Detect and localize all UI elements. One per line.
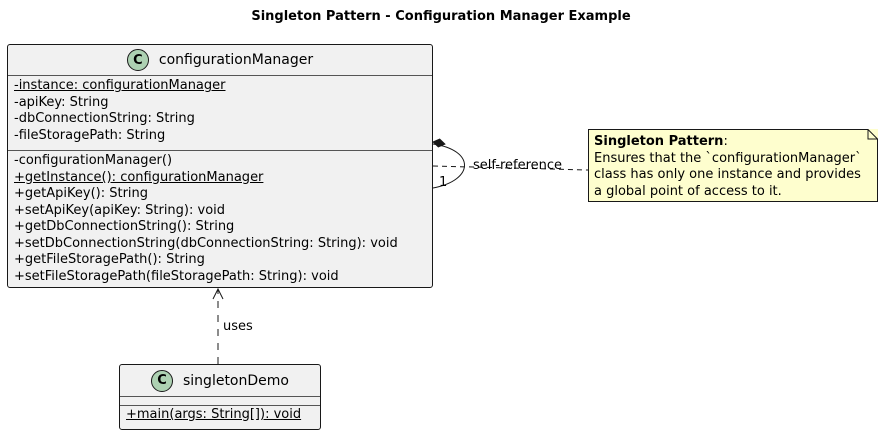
class-name: configurationManager	[158, 52, 314, 68]
note-heading-suffix: :	[723, 134, 728, 149]
method: +getApiKey(): String	[14, 186, 149, 201]
fields-section: -instance: configurationManager -apiKey:…	[8, 76, 432, 151]
method: +getInstance(): configurationManager	[14, 169, 264, 185]
method: -configurationManager()	[14, 153, 173, 168]
note-text: Singleton Pattern: Ensures that the `con…	[594, 134, 862, 200]
class-header: C singletonDemo	[120, 365, 320, 397]
methods-section: -configurationManager() +getInstance(): …	[8, 151, 432, 287]
class-stereotype-icon: C	[126, 49, 149, 71]
method: +setApiKey(apiKey: String): void	[14, 202, 226, 218]
field: -dbConnectionString: String	[14, 111, 195, 126]
note-line: a global point of access to it.	[594, 183, 782, 199]
self-reference-label: self-reference	[473, 158, 563, 173]
method: +getFileStoragePath(): String	[14, 252, 205, 267]
class-configuration-manager[interactable]: C configurationManager -instance: config…	[7, 44, 433, 288]
uses-arrowhead	[212, 287, 224, 300]
composition-diamond	[432, 138, 446, 148]
singleton-note: Singleton Pattern: Ensures that the `con…	[588, 129, 878, 202]
self-reference-edge	[432, 143, 465, 189]
class-singleton-demo[interactable]: C singletonDemo +main(args: String[]): v…	[119, 364, 321, 430]
note-heading: Singleton Pattern	[594, 134, 724, 149]
uses-label: uses	[223, 319, 253, 334]
note-link	[432, 165, 589, 171]
method: +main(args: String[]): void	[126, 407, 302, 422]
diagram-title: Singleton Pattern - Configuration Manage…	[251, 9, 631, 24]
note-line: class has only one instance and provides	[594, 167, 861, 182]
method: +setDbConnectionString(dbConnectionStrin…	[14, 235, 398, 251]
methods-section: +main(args: String[]): void	[120, 406, 320, 426]
multiplicity-label: 1	[439, 175, 448, 190]
method: +getDbConnectionString(): String	[14, 219, 235, 234]
field: -apiKey: String	[14, 94, 109, 110]
method: +setFileStoragePath(fileStoragePath: Str…	[14, 268, 339, 284]
field: -instance: configurationManager	[14, 78, 226, 93]
field: -fileStoragePath: String	[14, 127, 166, 143]
note-line: Ensures that the `configurationManager`	[594, 150, 862, 166]
class-name: singletonDemo	[183, 372, 289, 389]
class-stereotype-icon: C	[151, 369, 173, 392]
class-header: C configurationManager	[8, 45, 432, 76]
note-shape	[588, 129, 878, 202]
fields-section	[120, 397, 320, 406]
